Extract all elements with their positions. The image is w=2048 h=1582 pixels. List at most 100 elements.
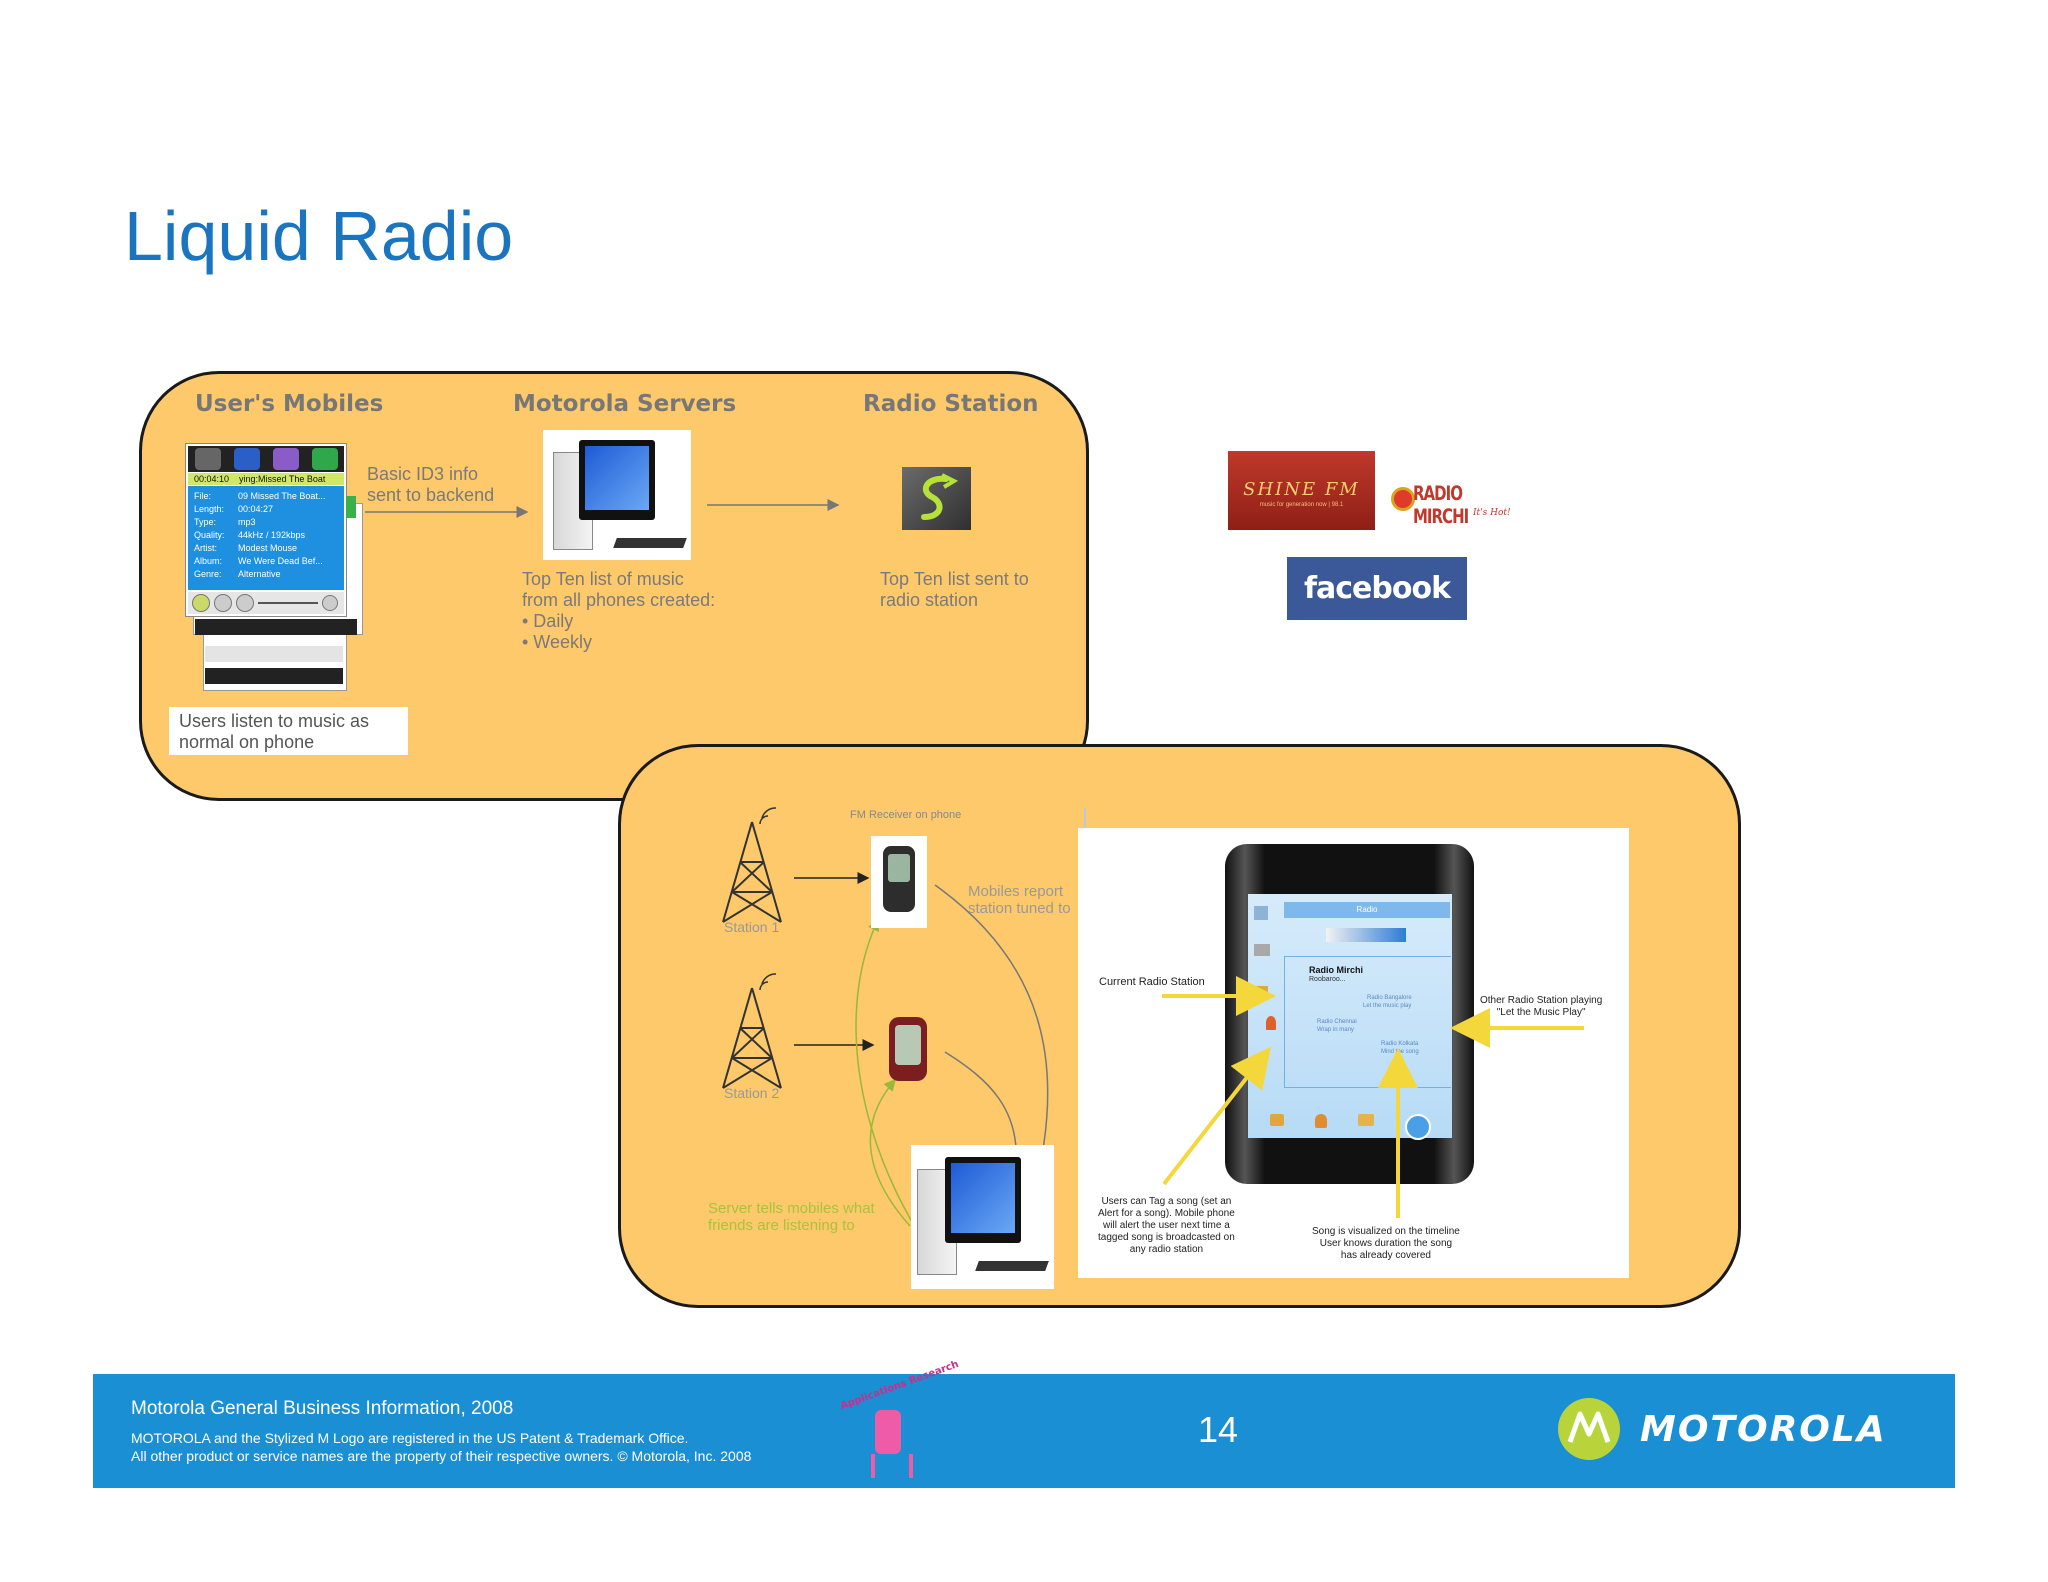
track-field-value: Alternative [238,569,281,579]
tag-icon[interactable] [1266,1016,1276,1030]
track-field-row: Genre: Alternative [194,568,338,581]
person-icon[interactable] [1314,1114,1327,1128]
footer-bar [93,1374,1955,1488]
other-station-3[interactable]: Radio Kolkata [1381,1041,1419,1047]
arrow-server-to-phone1 [855,918,919,1233]
tag-song-line5: any radio station [1129,1244,1204,1255]
server-tells-line2: friends are listening to [708,1217,855,1234]
station-caption: Top Ten list sent to radio station [880,569,1029,611]
motorola-m-icon [1567,1411,1611,1443]
timeline-line1: Song is visualized on the timeline [1312,1226,1460,1237]
radio-tower-2-icon [722,973,782,1089]
server-caption: Top Ten list of music from all phones cr… [522,569,715,653]
app-bottom-icons [1254,1114,1446,1140]
server-tells-label: Server tells mobiles what friends are li… [708,1200,875,1234]
track-field-value: 09 Missed The Boat... [238,491,326,501]
message-icon[interactable] [1357,1114,1374,1126]
server-caption-line4: • Weekly [522,632,592,652]
track-field-row: Quality: 44kHz / 192kbps [194,529,338,542]
user-caption: Users listen to music as normal on phone [169,707,408,757]
user-caption-line1: Users listen to music as [179,711,370,731]
track-field-key: Genre: [194,569,222,579]
mail-icon[interactable] [1269,1114,1284,1126]
track-field-key: File: [194,491,212,501]
header-motorola-servers: Motorola Servers [513,391,737,417]
timeline-slider[interactable] [1326,928,1406,942]
other-radio-line2: "Let the Music Play" [1496,1007,1586,1018]
fm-phone-2 [885,1013,931,1085]
station2-label: Station 2 [724,1085,780,1101]
side-icon-2[interactable] [1254,944,1270,956]
track-field-row: Album: We Were Dead Bef... [194,555,338,568]
track-field-value: 00:04:27 [238,504,274,514]
track-field-key: Album: [194,556,223,566]
bottom-server-keyboard [975,1261,1049,1271]
app-title-bar: Radio [1284,902,1450,918]
tag-song-line2: Alert for a song). Mobile phone [1098,1208,1235,1219]
footer-legal-1: MOTOROLA and the Stylized M Logo are reg… [131,1430,689,1446]
motorola-wordmark: MOTOROLA [1640,1409,1887,1450]
mascot-body [875,1410,901,1454]
station-caption-line1: Top Ten list sent to [880,569,1029,589]
other-station-2[interactable]: Radio Chennai [1317,1019,1357,1025]
footer-legal-2: All other product or service names are t… [131,1448,752,1464]
track-field-value: We Were Dead Bef... [238,556,323,566]
mobiles-report-line1: Mobiles report [968,883,1064,900]
track-field-key: Quality: [194,530,225,540]
bottom-server-image [911,1145,1054,1289]
facebook-wordmark: facebook [1303,571,1451,606]
timeline-line2: User knows duration the song [1319,1238,1453,1249]
bottom-server-screen [951,1163,1015,1233]
radio-station-logo [902,467,971,530]
track-field-key: Artist: [194,543,218,553]
track-field-value: mp3 [238,517,256,527]
user-caption-box: Users listen to music as normal on phone [169,707,408,755]
annotation-arrows [1162,976,1584,1218]
slide-title: Liquid Radio [124,197,514,275]
arrow-tag-song [1162,1046,1271,1186]
mobiles-report-label: Mobiles report station tuned to [968,883,1071,917]
other-station-1[interactable]: Radio Bangalore [1367,995,1412,1001]
track-field-value: Modest Mouse [238,543,298,553]
radio-app-mockup: Radio Radio Mirchi Roobaroo... Radio Ban… [1078,828,1629,1278]
motorola-logo-icon [1558,1398,1620,1460]
player-back-controls [205,646,343,662]
prev-icon[interactable] [214,594,232,612]
me-icon[interactable] [1404,1114,1431,1140]
applications-research-mascot: Applications Research [835,1359,960,1488]
volume-icon[interactable] [322,595,338,611]
tag-song-line4: tagged song is broadcasted on [1098,1232,1235,1243]
settings-icon[interactable] [194,448,221,470]
side-icon-1[interactable] [1254,906,1268,920]
contacts-icon[interactable] [233,448,260,470]
track-fields: File: 09 Missed The Boat... Length: 00:04:2… [194,490,338,581]
phone2-screen [895,1025,921,1065]
now-playing-bar: 00:04:10 ying:Missed The Boat [188,473,344,485]
fm-receiver-label: FM Receiver on phone [850,809,962,821]
current-station-name[interactable]: Radio Mirchi [1309,965,1364,975]
facebook-logo: facebook [1287,557,1467,620]
mascot-legs [871,1454,913,1478]
shine-fm-name: SHINE FM [1243,479,1360,500]
footer-info: Motorola General Business Information, 2… [131,1398,514,1419]
track-field-row: File: 09 Missed The Boat... [194,490,338,503]
seek-slider[interactable] [258,602,318,604]
mirchi-tagline: It's Hot! [1473,508,1511,518]
track-field-row: Type:mp3 [194,516,338,529]
bottom-server-monitor [945,1157,1021,1243]
track-field-key: Length: [194,504,225,514]
current-radio-annotation: Current Radio Station [1099,976,1205,988]
station1-label: Station 1 [724,919,780,935]
app-title: Radio [1356,905,1378,914]
phone-app-icons [188,446,344,472]
phone-icon[interactable] [311,448,338,470]
track-field-value: 44kHz / 192kbps [238,530,306,540]
next-icon[interactable] [236,594,254,612]
messages-icon[interactable] [272,448,299,470]
handset-screen: Radio Radio Mirchi Roobaroo... Radio Ban… [1248,894,1452,1140]
header-users-mobiles: User's Mobiles [195,391,384,417]
pause-icon[interactable] [192,594,210,612]
header-radio-station: Radio Station [863,391,1039,417]
server-monitor-screen [585,446,649,510]
